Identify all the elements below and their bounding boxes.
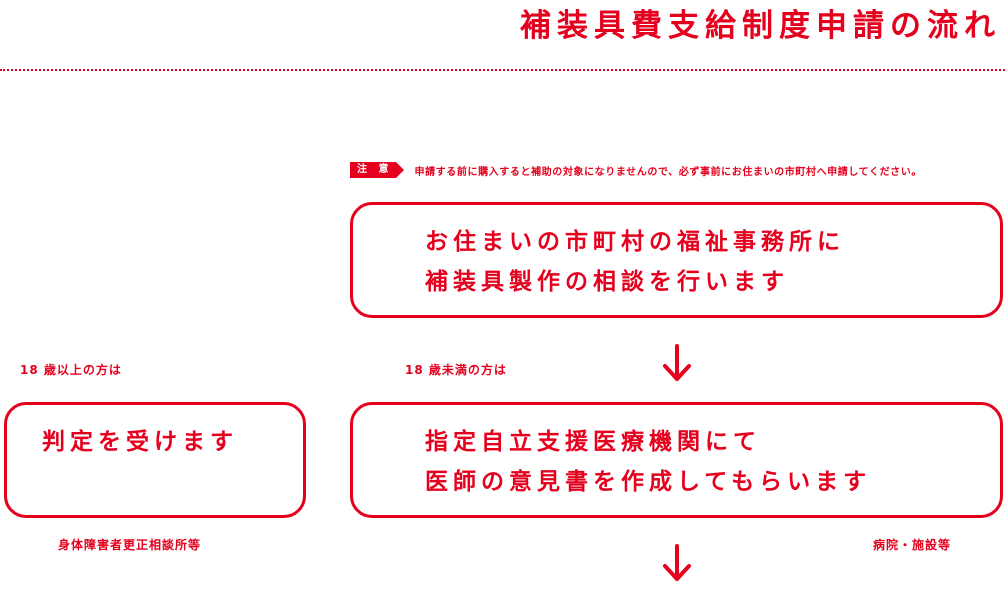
step-judgement-box: 判定を受けます — [4, 402, 306, 518]
judgement-place-label: 身体障害者更正相談所等 — [58, 538, 202, 552]
step-doctor-line-2: 医師の意見書を作成してもらいます — [425, 469, 872, 495]
notice-badge: 注 意 — [350, 162, 406, 178]
step-consult-line-1: お住まいの市町村の福祉事務所に — [425, 229, 845, 255]
step-doctor-box: 指定自立支援医療機関にて 医師の意見書を作成してもらいます — [350, 402, 1003, 518]
arrow-down-icon — [663, 344, 691, 381]
step-consult-line-2: 補装具製作の相談を行います — [425, 269, 789, 295]
notice: 注 意 申請する前に購入すると補助の対象になりませんので、必ず事前にお住まいの市… — [350, 161, 922, 179]
step-consult-text: お住まいの市町村の福祉事務所に 補装具製作の相談を行います — [425, 222, 845, 302]
step-doctor-text: 指定自立支援医療機関にて 医師の意見書を作成してもらいます — [425, 422, 871, 502]
title-divider — [0, 69, 1005, 71]
condition-minor-label: 18 歳未満の方は — [405, 363, 507, 377]
arrow-down-icon — [663, 544, 691, 581]
step-doctor-line-1: 指定自立支援医療機関にて — [425, 429, 761, 455]
condition-adult-label: 18 歳以上の方は — [20, 363, 122, 377]
notice-text: 申請する前に購入すると補助の対象になりませんので、必ず事前にお住まいの市町村へ申… — [414, 166, 922, 178]
page-title: 補装具費支給制度申請の流れ — [520, 8, 1001, 44]
step-judgement-text: 判定を受けます — [42, 429, 238, 455]
step-consult-box: お住まいの市町村の福祉事務所に 補装具製作の相談を行います — [350, 202, 1003, 318]
doctor-place-label: 病院・施設等 — [873, 538, 952, 552]
